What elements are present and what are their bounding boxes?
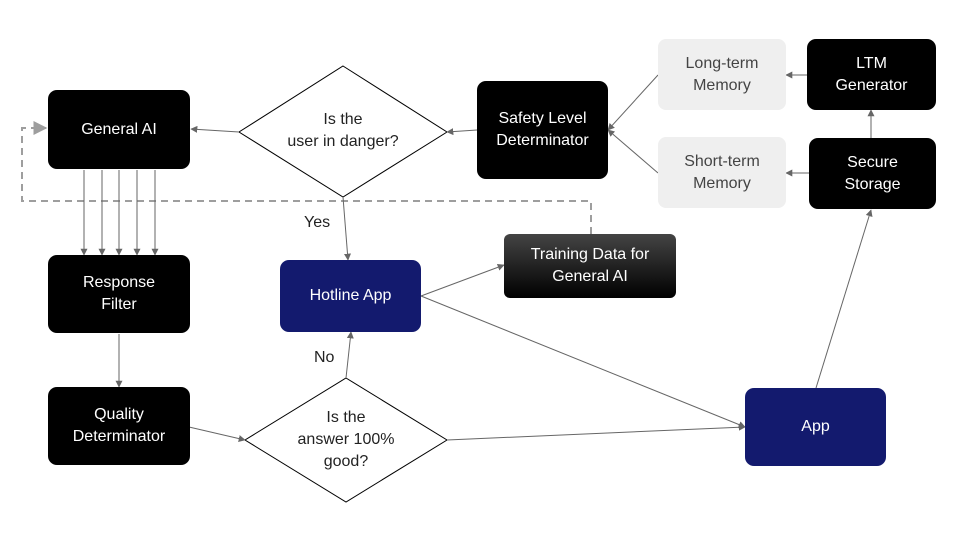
quality-determinator-node[interactable]: Quality Determinator — [48, 387, 190, 465]
arrow-stm-to-safety — [607, 129, 659, 174]
arrow-hotline-to-app — [420, 295, 746, 428]
short-term-memory-node[interactable]: Short-term Memory — [658, 137, 786, 208]
yes-label: Yes — [304, 214, 331, 231]
general-ai-node[interactable]: General AI — [48, 90, 190, 169]
arrow-qd-to-quality — [188, 426, 246, 442]
arrow-safety-to-danger — [446, 128, 478, 136]
secure-storage-node[interactable]: Secure Storage — [809, 138, 936, 209]
arrow-danger-to-hotline — [342, 196, 351, 261]
arrow-danger-to-general-ai — [190, 125, 240, 133]
dashed-feedback-arrow — [21, 121, 592, 234]
arrow-app-to-storage — [815, 209, 873, 389]
app-node[interactable]: App — [745, 388, 886, 466]
danger-decision-text: Is the user in danger? — [287, 111, 399, 150]
ltm-generator-node[interactable]: LTM Generator — [807, 39, 936, 110]
quality-decision-diamond — [244, 377, 448, 503]
hotline-app-node[interactable]: Hotline App — [280, 260, 421, 332]
arrow-ltm-to-safety — [607, 74, 659, 131]
arrow-quality-to-hotline — [345, 331, 354, 379]
training-data-node[interactable]: Training Data for General AI — [504, 234, 676, 298]
no-label: No — [314, 349, 335, 366]
quality-decision-text: Is the answer 100% good? — [297, 409, 395, 470]
safety-level-determinator-node[interactable]: Safety Level Determinator — [477, 81, 608, 179]
arrow-hotline-to-training — [420, 263, 505, 297]
arrow-quality-to-app — [446, 423, 746, 441]
long-term-memory-node[interactable]: Long-term Memory — [658, 39, 786, 110]
response-filter-node[interactable]: Response Filter — [48, 255, 190, 333]
